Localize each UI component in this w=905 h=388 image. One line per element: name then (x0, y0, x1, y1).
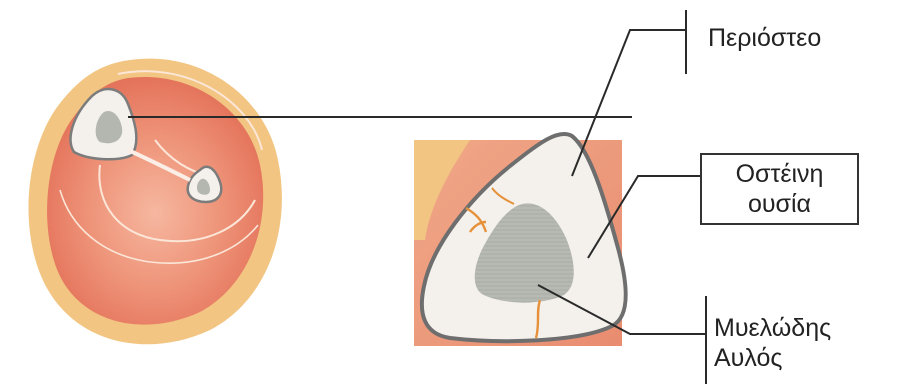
label-marrow-line2: Αυλός (714, 343, 831, 373)
cross-section-left (29, 59, 282, 345)
label-marrow-cavity: Μυελώδης Αυλός (714, 313, 831, 373)
label-marrow-line1: Μυελώδης (714, 313, 831, 343)
label-bone-tissue-box: Οστέινη ουσία (700, 153, 859, 225)
label-bone-tissue-line2: ουσία (702, 189, 857, 219)
label-periosteum: Περιόστεο (708, 24, 821, 53)
label-bone-tissue-line1: Οστέινη (702, 159, 857, 189)
label-bone-tissue: Οστέινη ουσία (702, 159, 857, 219)
